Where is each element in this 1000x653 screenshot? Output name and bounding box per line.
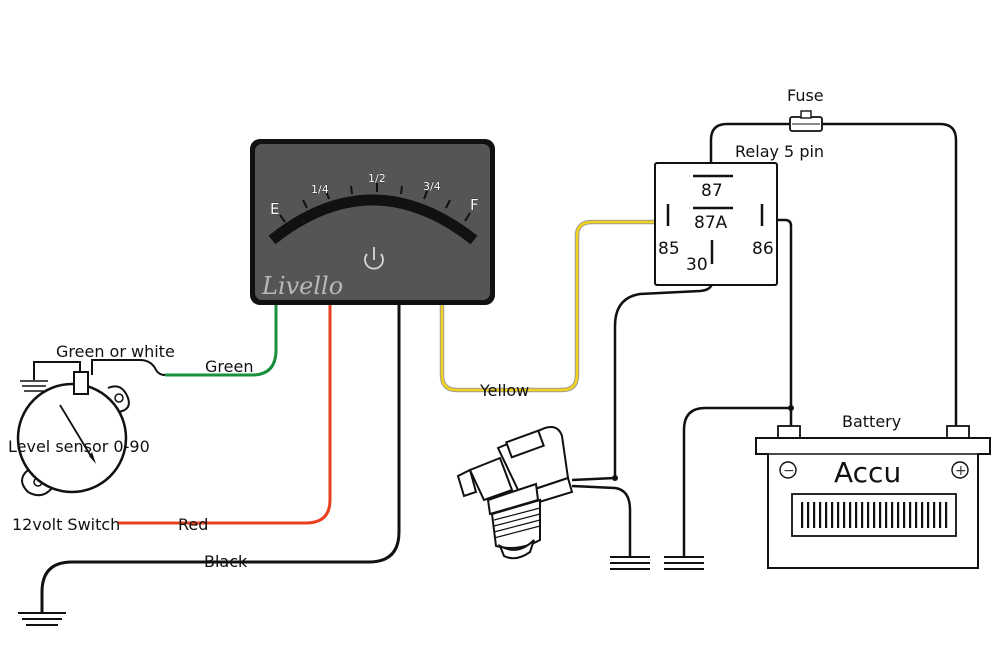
vent-slot <box>819 502 822 528</box>
battery-plus-sign: + <box>955 463 967 479</box>
red-wire <box>118 305 332 525</box>
gauge-half-label: 1/2 <box>368 172 386 185</box>
vent-slot <box>885 502 888 528</box>
ground-symbol <box>664 556 704 570</box>
vent-slot <box>867 502 870 528</box>
vent-slot <box>897 502 900 528</box>
battery-minus-sign: − <box>783 463 795 479</box>
wire-label-black: Black <box>204 552 248 571</box>
vent-slot <box>855 502 858 528</box>
level-sensor <box>16 371 130 497</box>
vent-slot <box>903 502 906 528</box>
gauge-brand-logo: Livello <box>261 272 343 300</box>
relay: 87 87A 85 86 30 <box>654 162 778 286</box>
vent-slot <box>837 502 840 528</box>
switch-label: 12volt Switch <box>12 515 120 534</box>
wire-label-green: Green <box>205 357 253 376</box>
battery: − + Accu <box>755 425 991 569</box>
heater-plug-component <box>456 426 574 560</box>
fuel-gauge: E F 1/4 1/2 3/4 Livello <box>250 139 495 305</box>
junction-dot <box>612 475 618 481</box>
wire-label-red: Red <box>178 515 208 534</box>
green-wire <box>165 305 278 377</box>
relay-pin-87: 87 <box>701 181 723 201</box>
vent-slot <box>831 502 834 528</box>
power-icon <box>364 247 384 270</box>
gauge-full-label: F <box>470 196 479 214</box>
wire-label-green-or-white: Green or white <box>56 342 175 361</box>
vent-slot <box>807 502 810 528</box>
vent-slot <box>909 502 912 528</box>
vent-slot <box>849 502 852 528</box>
vent-slot <box>825 502 828 528</box>
fuse-wire <box>709 122 958 428</box>
vent-slot <box>861 502 864 528</box>
fuse-label: Fuse <box>787 86 824 105</box>
battery-ground-wire <box>682 406 791 556</box>
ground-symbol <box>610 556 650 570</box>
gauge-quarter-label: 1/4 <box>311 183 329 196</box>
vent-slot <box>813 502 816 528</box>
vent-slot <box>873 502 876 528</box>
yellow-wire <box>440 220 668 392</box>
sensor-lead-wire <box>91 359 166 376</box>
sensor-ground-wire <box>33 361 81 380</box>
black-wire <box>40 305 401 612</box>
vent-slot <box>945 502 948 528</box>
gauge-arc <box>268 194 478 245</box>
vent-slot <box>843 502 846 528</box>
vent-slot <box>801 502 804 528</box>
relay-86-wire <box>770 218 793 428</box>
component-wire <box>571 476 632 556</box>
gauge-empty-label: E <box>270 200 279 218</box>
vent-slot <box>915 502 918 528</box>
vent-slot <box>939 502 942 528</box>
fuse <box>789 110 823 132</box>
gauge-three-quarter-label: 3/4 <box>423 180 441 193</box>
vent-slot <box>927 502 930 528</box>
junction-dot <box>788 405 794 411</box>
vent-slot <box>933 502 936 528</box>
battery-title: Battery <box>842 412 901 431</box>
vent-slot <box>879 502 882 528</box>
battery-vent-slots <box>801 502 948 528</box>
relay-pin-30: 30 <box>686 255 708 275</box>
ground-symbol <box>20 380 48 392</box>
sensor-label: Level sensor 0-90 <box>8 437 150 456</box>
relay-pin-85: 85 <box>658 239 680 259</box>
vent-slot <box>891 502 894 528</box>
wire-label-yellow: Yellow <box>479 381 529 400</box>
relay-pin-87a: 87A <box>694 213 728 233</box>
battery-brand: Accu <box>834 456 901 489</box>
relay-title: Relay 5 pin <box>735 142 824 161</box>
ground-symbol <box>18 612 66 626</box>
relay-30-wire <box>613 262 714 478</box>
relay-pin-86: 86 <box>752 239 774 259</box>
vent-slot <box>921 502 924 528</box>
